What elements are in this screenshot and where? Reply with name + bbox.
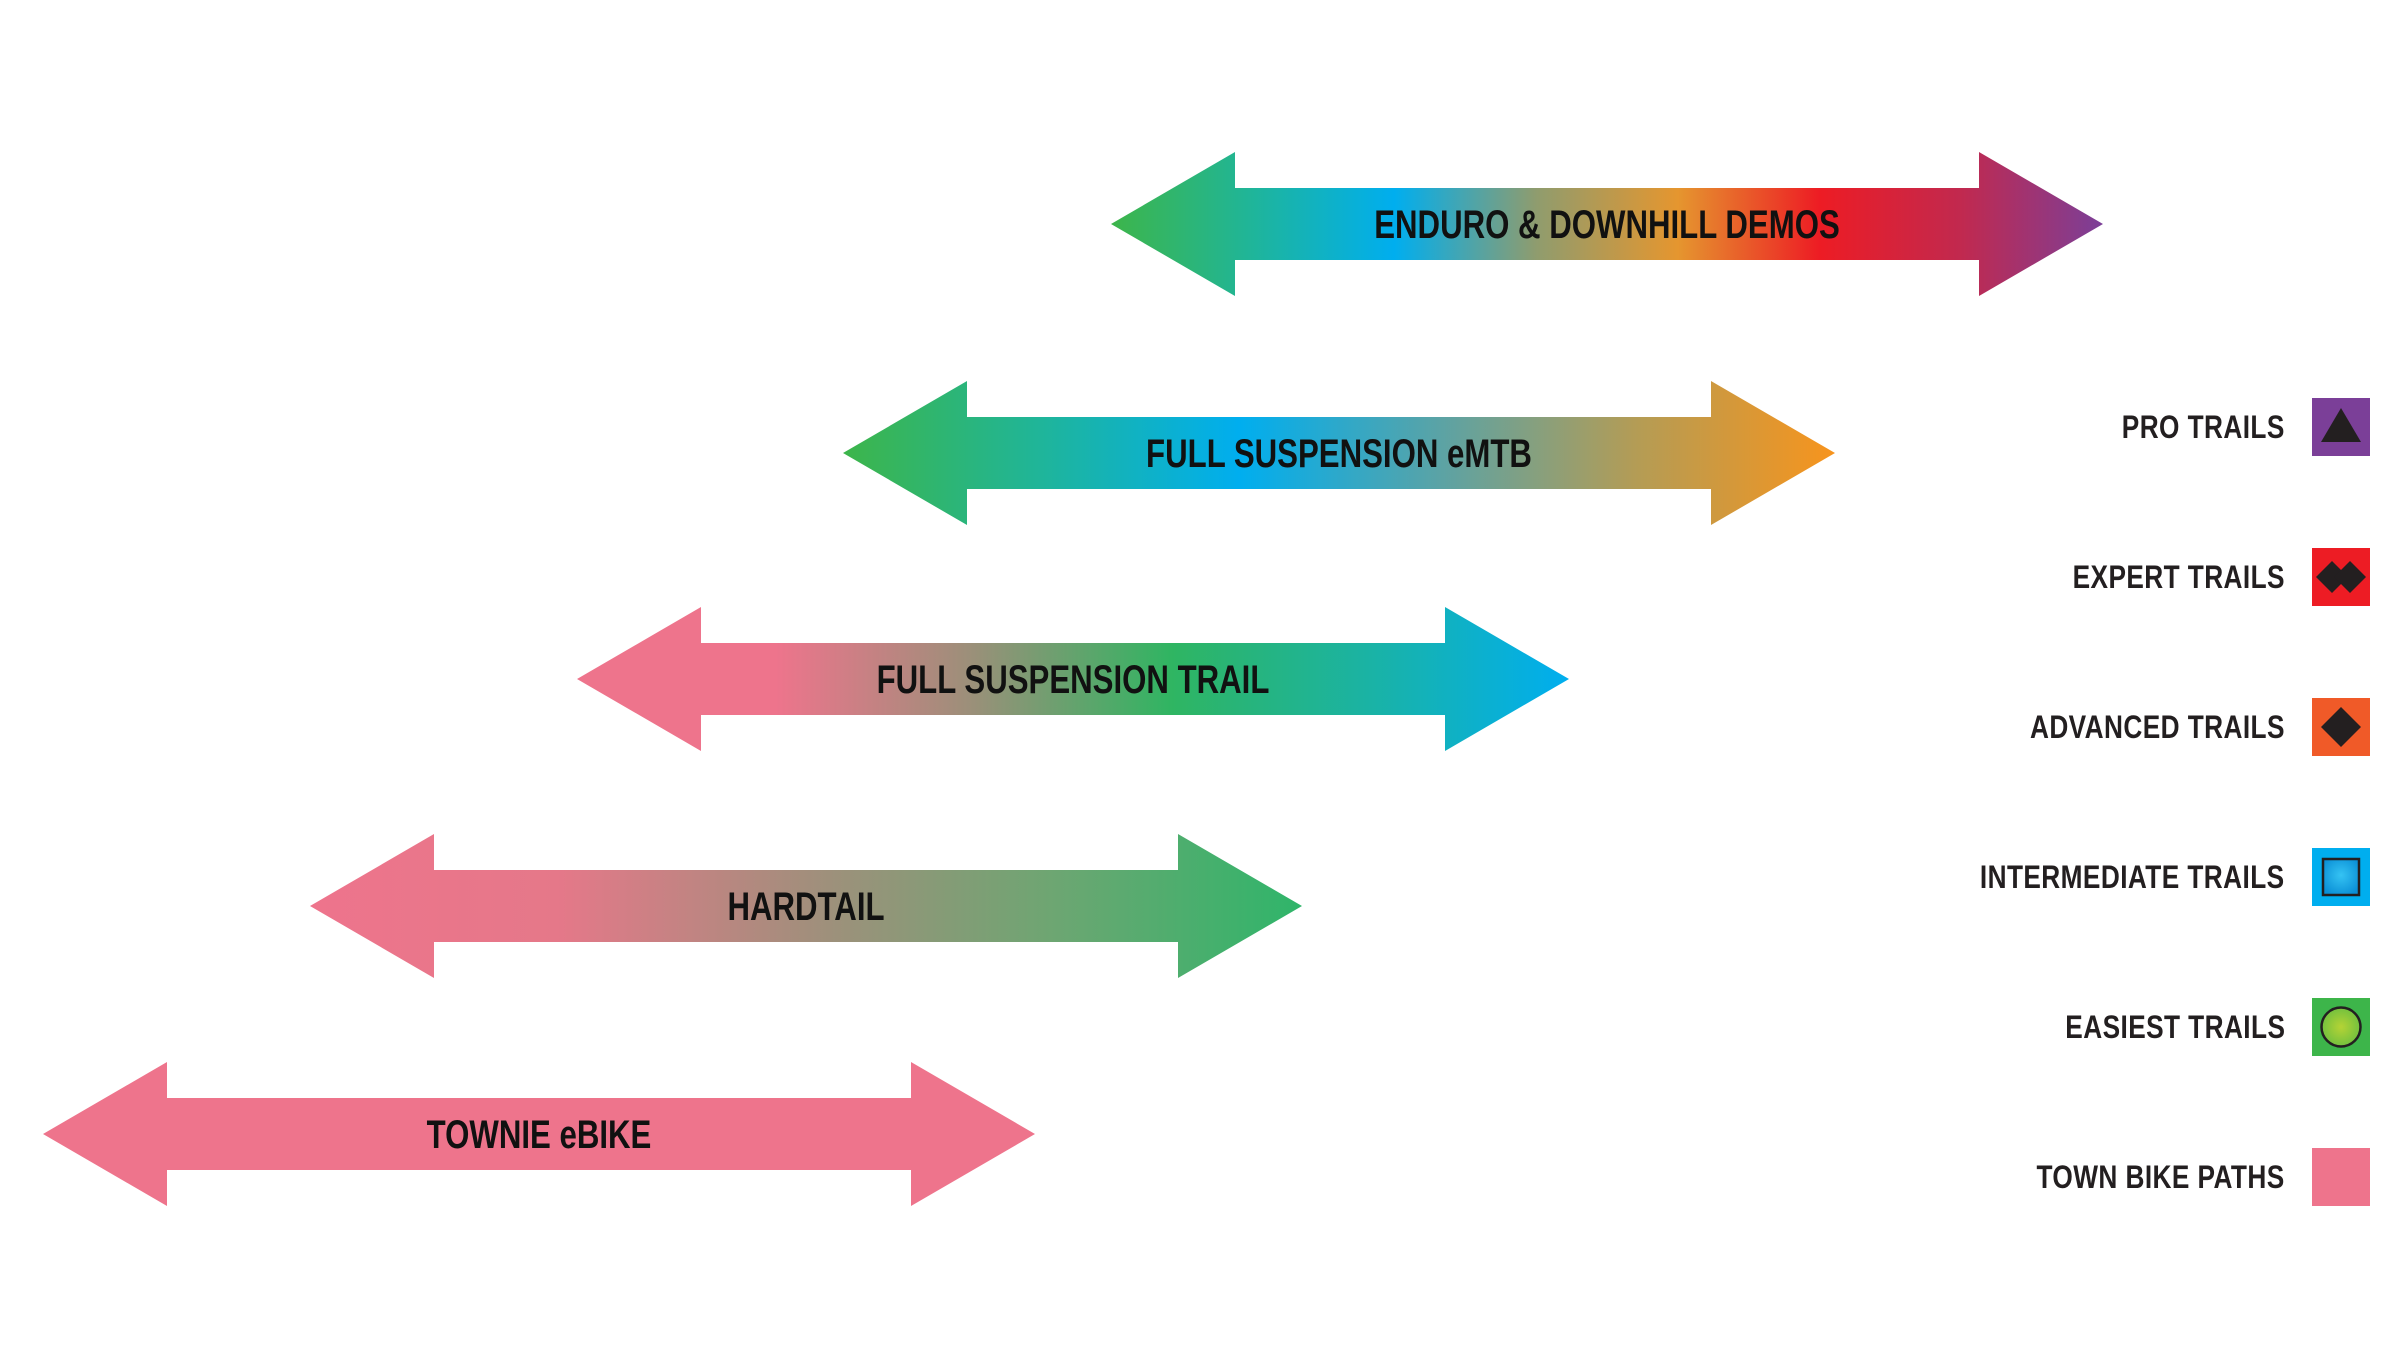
arrow-label: TOWNIE eBIKE [427, 1112, 652, 1157]
legend-label: PRO TRAILS [2121, 408, 2285, 445]
legend-item-expert-trails: EXPERT TRAILS [1900, 548, 2370, 606]
legend: PRO TRAILS EXPERT TRAILS ADVANCED TRAILS… [1900, 0, 2400, 1350]
legend-label: EXPERT TRAILS [2072, 558, 2285, 595]
arrow-label: FULL SUSPENSION TRAIL [877, 657, 1270, 702]
square-icon [2312, 848, 2370, 906]
arrow-hardtail: HARDTAIL [310, 834, 1302, 978]
arrow-shape [43, 1062, 1035, 1206]
legend-item-pro-trails: PRO TRAILS [1900, 398, 2370, 456]
triangle-icon [2312, 398, 2370, 456]
legend-label: INTERMEDIATE TRAILS [1980, 858, 2285, 895]
legend-item-easiest-trails: EASIEST TRAILS [1900, 998, 2370, 1056]
arrow-shape [843, 381, 1835, 525]
arrow-townie-ebike: TOWNIE eBIKE [43, 1062, 1035, 1206]
circle-icon [2312, 998, 2370, 1056]
legend-item-advanced-trails: ADVANCED TRAILS [1900, 698, 2370, 756]
arrow-enduro-downhill: ENDURO & DOWNHILL DEMOS [1111, 152, 2103, 296]
arrow-full-suspension-emtb: FULL SUSPENSION eMTB [843, 381, 1835, 525]
arrow-label: FULL SUSPENSION eMTB [1146, 431, 1532, 476]
color-swatch [2312, 1148, 2370, 1206]
legend-item-intermediate-trails: INTERMEDIATE TRAILS [1900, 848, 2370, 906]
arrow-label: ENDURO & DOWNHILL DEMOS [1374, 202, 1840, 247]
legend-label: EASIEST TRAILS [2064, 1008, 2285, 1045]
diamond-icon [2312, 698, 2370, 756]
double-diamond-icon [2312, 548, 2370, 606]
legend-label: ADVANCED TRAILS [2030, 708, 2285, 745]
arrow-shape [1111, 152, 2103, 296]
arrow-full-suspension-trail: FULL SUSPENSION TRAIL [577, 607, 1569, 751]
legend-label: TOWN BIKE PATHS [2036, 1158, 2285, 1195]
arrow-shape [310, 834, 1302, 978]
arrow-label: HARDTAIL [727, 884, 884, 929]
arrow-shape [577, 607, 1569, 751]
legend-item-town-bike-paths: TOWN BIKE PATHS [1900, 1148, 2370, 1206]
